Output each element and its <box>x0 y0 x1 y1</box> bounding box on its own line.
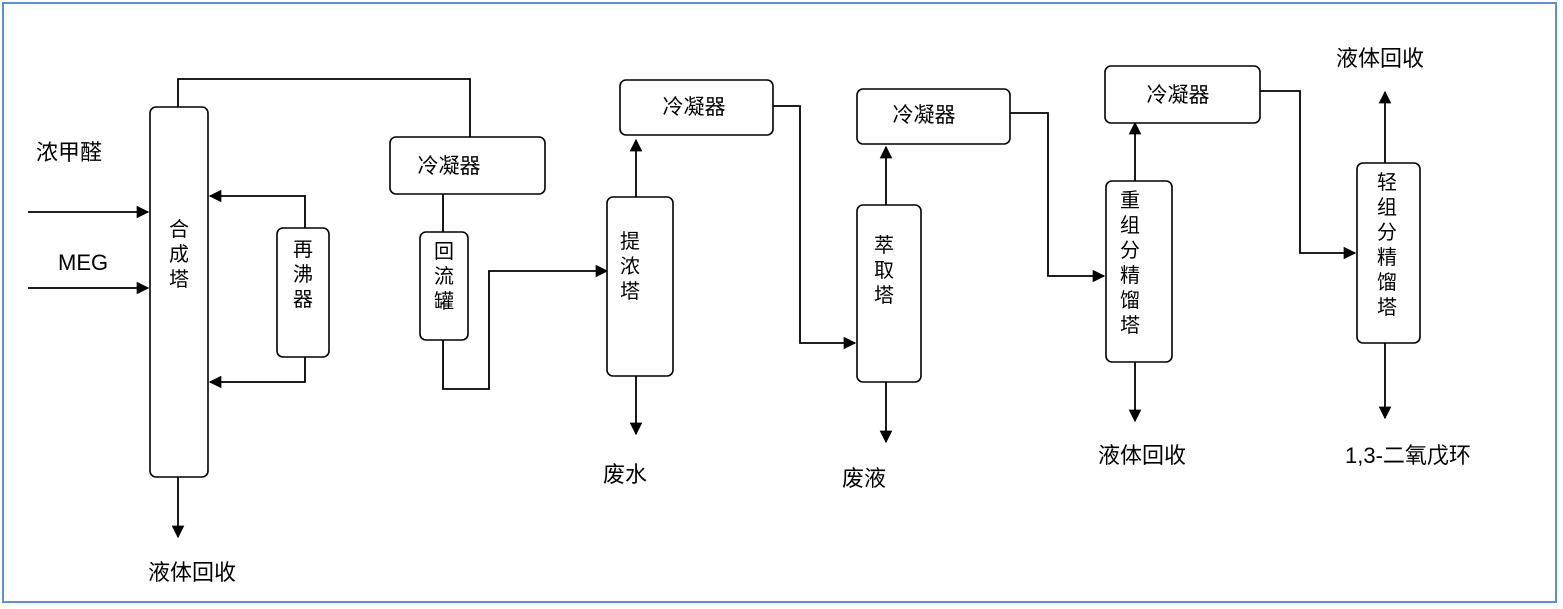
concentration-tower-label: 提浓塔 <box>620 230 640 303</box>
condenser-2-to-extraction-tower <box>773 105 857 350</box>
reflux-tank: 回流罐 <box>419 231 469 341</box>
extraction-tower-label: 萃取塔 <box>874 234 894 307</box>
condenser-2: 冷凝器 <box>619 79 774 136</box>
light-top-label: 液体回收 <box>1336 46 1424 71</box>
condenser-1-label: 冷凝器 <box>418 155 481 178</box>
connections <box>28 78 1392 539</box>
reboiler-return-top <box>208 189 306 228</box>
condenser-1: 冷凝器 <box>389 136 546 195</box>
heavy-fraction-tower-label: 重组分精馏塔 <box>1120 189 1140 337</box>
light-fraction-tower: 轻组分精馏塔 <box>1356 162 1421 344</box>
synthesis-bottom-label: 液体回收 <box>148 560 236 585</box>
reflux-tank-to-concentration-tower <box>442 264 609 390</box>
reboiler-return-bottom <box>208 357 306 389</box>
concentration-tower: 提浓塔 <box>606 196 674 377</box>
synthesis-top-to-condenser-1 <box>177 78 471 137</box>
light-bottom-label: 1,3-二氧戊环 <box>1345 443 1471 468</box>
reboiler: 再沸器 <box>276 227 330 358</box>
synthesis-tower: 合成塔 <box>149 106 209 478</box>
reboiler-label: 再沸器 <box>293 239 313 311</box>
condenser-3-to-heavy-tower <box>1010 112 1106 283</box>
condenser-4-label: 冷凝器 <box>1147 84 1210 107</box>
synthesis-tower-label: 合成塔 <box>169 218 189 291</box>
condenser-3-label: 冷凝器 <box>893 104 956 127</box>
concentration-bottom-label: 废水 <box>603 462 647 487</box>
heavy-bottom-label: 液体回收 <box>1098 443 1186 468</box>
condenser-3: 冷凝器 <box>856 88 1011 145</box>
feed-meg-label: MEG <box>58 250 108 275</box>
extraction-tower: 萃取塔 <box>856 204 922 383</box>
feed-formaldehyde-label: 浓甲醛 <box>36 140 102 165</box>
extraction-bottom-label: 废液 <box>842 466 886 491</box>
heavy-fraction-tower: 重组分精馏塔 <box>1105 180 1173 363</box>
light-fraction-tower-label: 轻组分精馏塔 <box>1377 171 1397 319</box>
condenser-4-to-light-tower <box>1260 90 1357 260</box>
reflux-tank-label: 回流罐 <box>434 241 454 313</box>
condenser-4: 冷凝器 <box>1104 65 1261 124</box>
condenser-2-label: 冷凝器 <box>663 96 726 119</box>
